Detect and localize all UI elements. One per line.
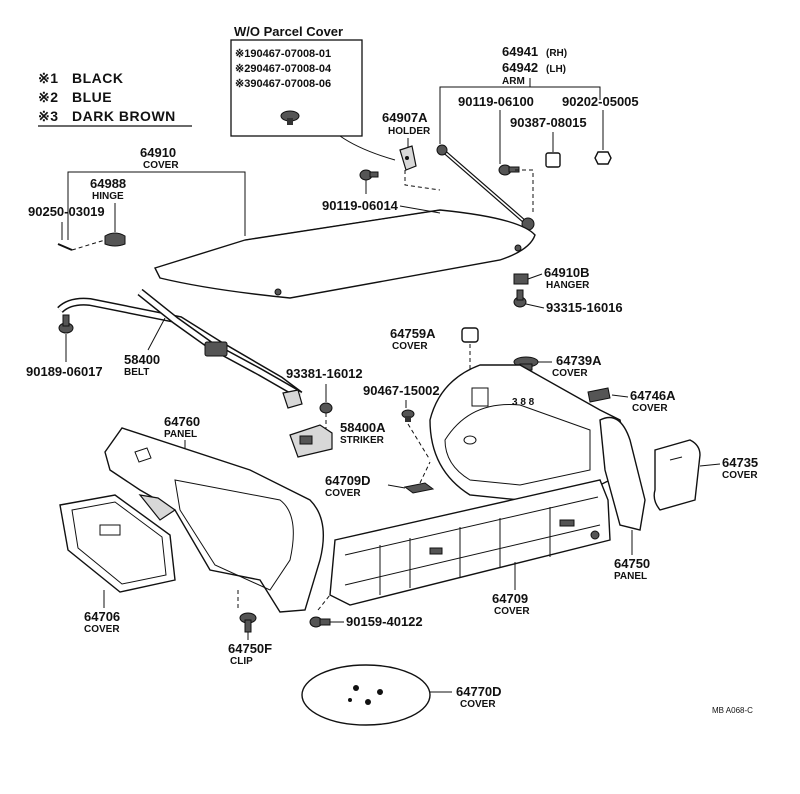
part-number-64746A: 64746A: [630, 388, 676, 403]
arm-assembly: 64941 (RH) 64942 (LH) ARM: [436, 44, 601, 231]
part-number-64735: 64735: [722, 455, 758, 470]
inset-box: [230, 39, 363, 137]
inset-title: W/O Parcel Cover: [234, 24, 343, 39]
part-number-90189-06017: 90189-06017: [26, 364, 103, 379]
cover-64709D: [403, 482, 435, 494]
part-name-cover-64739A: COVER: [552, 368, 588, 379]
right-trunk-liner: 3 8 8: [429, 364, 631, 501]
part-name-cover-64709: COVER: [494, 606, 530, 617]
legend-mark-1: ※1: [38, 70, 59, 86]
part-number-58400A: 58400A: [340, 420, 386, 435]
inset-clip-icon: [280, 110, 300, 125]
color-legend: ※1 BLACK ※2 BLUE ※3 DARK BROWN: [38, 70, 192, 127]
clip-90467-15002: [401, 409, 415, 422]
belt-buckle: [204, 341, 228, 357]
part-number-90119-06014: 90119-06014: [322, 198, 399, 213]
legend-label-1: BLACK: [72, 70, 124, 86]
belt-58400: [57, 288, 303, 409]
cover-64706: [59, 494, 176, 593]
part-number-64941: 64941: [502, 44, 538, 59]
part-number-90387-08015: 90387-08015: [510, 115, 587, 130]
part-name-cover-64759A: COVER: [392, 341, 428, 352]
part-number-90159-40122: 90159-40122: [346, 614, 423, 629]
part-number-64988: 64988: [90, 176, 126, 191]
part-number-90467-15002: 90467-15002: [363, 383, 440, 398]
leader-arm: [439, 86, 601, 100]
arm-upper-joint: [436, 144, 448, 156]
hanger-64910B: [513, 273, 529, 285]
part-name-arm: ARM: [502, 76, 525, 87]
part-number-64760: 64760: [164, 414, 200, 429]
panel-64750: [599, 416, 646, 531]
rear-panel-trim-64709: [329, 479, 611, 606]
part-name-cover-64709D: COVER: [325, 488, 361, 499]
bolt-90159-40122: [309, 616, 331, 628]
part-suffix-64942: (LH): [546, 64, 566, 75]
inset-line-2: ※290467-07008-04: [235, 63, 332, 75]
part-name-cover-64746A: COVER: [632, 403, 668, 414]
inset-line-1: ※190467-07008-01: [235, 48, 331, 60]
panel-64760: [104, 427, 325, 613]
part-number-64750: 64750: [614, 556, 650, 571]
part-number-64759A: 64759A: [390, 326, 436, 341]
part-number-64910B: 64910B: [544, 265, 590, 280]
inset-leader: [339, 135, 396, 161]
part-number-64709: 64709: [492, 591, 528, 606]
screw-93315-16016: [513, 289, 527, 308]
clip-64750F: [239, 612, 257, 633]
part-number-64910: 64910: [140, 145, 176, 160]
cap-64759A: [461, 327, 479, 343]
screw-93381-16012: [319, 402, 333, 414]
nut-90202-05005: [594, 151, 612, 165]
striker-58400A: [289, 424, 333, 458]
part-name-belt: BELT: [124, 367, 149, 378]
legend-mark-3: ※3: [38, 108, 59, 124]
inset-parcel-cover: W/O Parcel Cover ※190467-07008-01 ※29046…: [230, 24, 396, 161]
pin-90250-03019: [57, 243, 73, 251]
part-number-64907A: 64907A: [382, 110, 428, 125]
part-suffix-64941: (RH): [546, 48, 567, 59]
part-name-clip: CLIP: [230, 656, 253, 667]
part-number-90119-06100: 90119-06100: [458, 94, 534, 109]
part-name-cover-64770D: COVER: [460, 699, 496, 710]
part-number-64739A: 64739A: [556, 353, 602, 368]
part-name-cover-64910: COVER: [143, 160, 179, 171]
part-number-64942: 64942: [502, 60, 538, 75]
part-name-cover-64706: COVER: [84, 624, 120, 635]
parcel-shelf-cover: [154, 209, 536, 299]
part-number-93315-16016: 93315-16016: [546, 300, 623, 315]
svg-text:3 8 8: 3 8 8: [512, 397, 535, 408]
leader-64910: [67, 171, 246, 240]
legend-mark-2: ※2: [38, 89, 59, 105]
bushing-90387-08015: [545, 152, 561, 168]
part-name-striker: STRIKER: [340, 435, 385, 446]
cover-64746A: [587, 387, 611, 403]
part-number-58400: 58400: [124, 352, 160, 367]
bolt-90119-06100: [498, 164, 520, 176]
part-number-64709D: 64709D: [325, 473, 371, 488]
floor-cover-64770D: [301, 664, 431, 726]
part-name-panel-64750: PANEL: [614, 571, 647, 582]
holder-64907A: [399, 145, 417, 171]
part-name-cover-64735: COVER: [722, 470, 758, 481]
bolt-90119-06014: [359, 169, 379, 181]
part-number-90202-05005: 90202-05005: [562, 94, 639, 109]
figure-code: MB A068-C: [712, 706, 753, 715]
cover-64735: [653, 439, 701, 511]
part-number-93381-16012: 93381-16012: [286, 366, 363, 381]
part-name-panel-64760: PANEL: [164, 429, 197, 440]
legend-label-3: DARK BROWN: [72, 108, 176, 124]
part-number-64770D: 64770D: [456, 684, 502, 699]
bolt-90189-06017: [58, 314, 74, 334]
part-number-64706: 64706: [84, 609, 120, 624]
hinge-64988: [104, 232, 126, 247]
legend-label-2: BLUE: [72, 89, 112, 105]
part-number-64750F: 64750F: [228, 641, 272, 656]
part-number-90250-03019: 90250-03019: [28, 204, 105, 219]
inset-line-3: ※390467-07008-06: [235, 78, 331, 90]
part-name-holder: HOLDER: [388, 126, 431, 137]
part-name-hinge: HINGE: [92, 191, 124, 202]
part-name-hanger: HANGER: [546, 280, 590, 291]
